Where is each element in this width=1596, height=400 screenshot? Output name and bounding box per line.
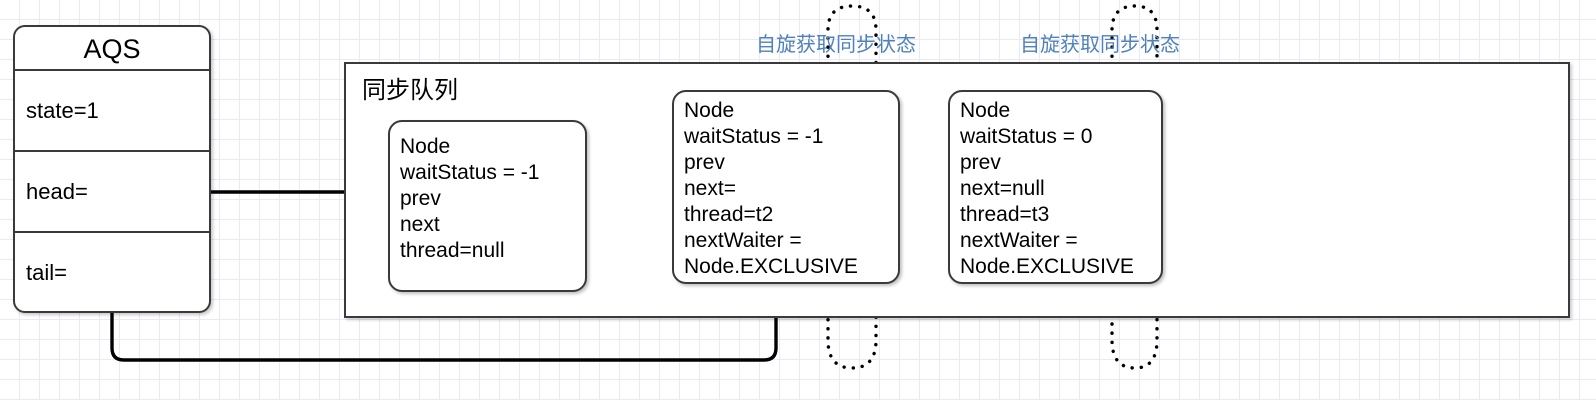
spin-acquire-label-1: 自旋获取同步状态 — [756, 34, 916, 56]
node-t2-line-2: prev — [684, 151, 725, 174]
node-t3-line-2: prev — [960, 151, 1001, 174]
sync-queue-title: 同步队列 — [362, 77, 458, 104]
aqs-field-head: head= — [15, 152, 209, 233]
node-t2-line-5: nextWaiter = — [684, 229, 802, 252]
node-t3-line-5: nextWaiter = — [960, 229, 1078, 252]
aqs-struct-box: AQS state=1 head= tail= — [13, 25, 211, 313]
node-t2-box: Node waitStatus = -1 prev next= thread=t… — [672, 90, 900, 284]
node-t3-line-1: waitStatus = 0 — [960, 125, 1093, 148]
aqs-field-state: state=1 — [15, 71, 209, 152]
node-t3-box: Node waitStatus = 0 prev next=null threa… — [948, 90, 1163, 284]
node-t3-line-4: thread=t3 — [960, 203, 1050, 226]
node-head-line-0: Node — [400, 135, 451, 158]
node-t3-line-0: Node — [960, 99, 1011, 122]
node-t3-line-3: next=null — [960, 177, 1045, 200]
node-head-box: Node waitStatus = -1 prev next thread=nu… — [388, 120, 587, 292]
node-head-line-4: thread=null — [400, 239, 505, 262]
node-t3-line-6: Node.EXCLUSIVE — [960, 255, 1134, 278]
node-head-line-3: next — [400, 213, 440, 236]
aqs-field-tail: tail= — [26, 260, 67, 285]
node-t2-line-6: Node.EXCLUSIVE — [684, 255, 858, 278]
node-t2-line-0: Node — [684, 99, 735, 122]
aqs-title: AQS — [15, 27, 209, 71]
spin-acquire-label-2: 自旋获取同步状态 — [1020, 34, 1180, 56]
node-head-line-1: waitStatus = -1 — [400, 161, 540, 184]
node-t2-line-4: thread=t2 — [684, 203, 774, 226]
node-t2-line-3: next= — [684, 177, 736, 200]
node-t2-line-1: waitStatus = -1 — [684, 125, 824, 148]
node-head-line-2: prev — [400, 187, 441, 210]
